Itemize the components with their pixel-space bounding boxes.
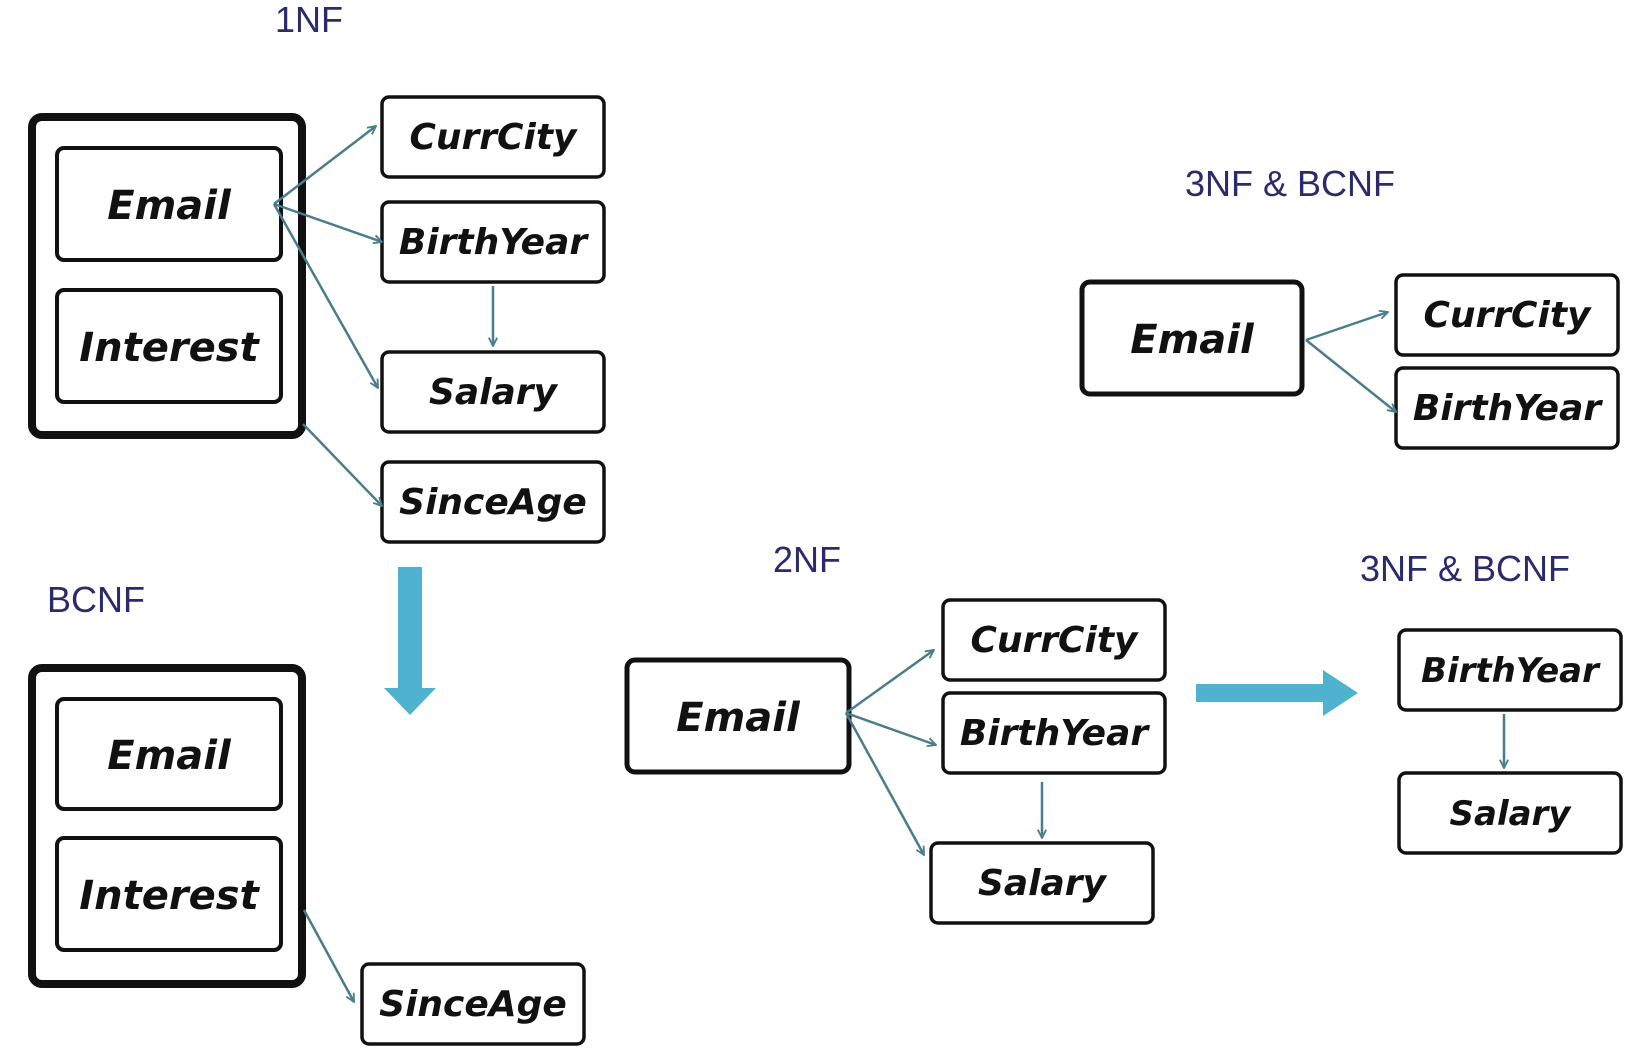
title-1nf: 1NF <box>275 0 343 40</box>
section-3nf-top: 3NF & BCNF Email CurrCity BirthYear <box>1079 163 1620 450</box>
arrow-1nf-email-birthyear <box>273 202 382 242</box>
arrow-1nf-key-sinceage <box>302 423 382 506</box>
box-3nf-top-email <box>1079 279 1305 397</box>
section-bcnf: BCNF Email Interest SinceAge <box>28 579 586 1046</box>
arrow-2nf-email-birthyear <box>845 711 936 745</box>
decompose-arrow-right <box>1196 670 1358 716</box>
label-3nf-bottom-salary: Salary <box>1450 794 1573 834</box>
section-2nf: 2NF Email CurrCity BirthYear Salary <box>624 539 1167 925</box>
label-1nf-birthyear: BirthYear <box>399 222 590 263</box>
box-2nf-birthyear <box>941 691 1167 775</box>
title-3nf-bottom: 3NF & BCNF <box>1360 548 1570 589</box>
box-bcnf-email <box>55 697 283 811</box>
label-2nf-email: Email <box>676 695 801 741</box>
arrow-3nf-top-email-birthyear <box>1305 339 1396 412</box>
section-1nf: 1NF Email Interest CurrCity BirthYear Sa… <box>28 0 606 544</box>
label-1nf-email: Email <box>107 183 232 229</box>
label-3nf-top-currcity: CurrCity <box>1424 295 1593 336</box>
label-3nf-top-birthyear: BirthYear <box>1413 388 1604 429</box>
box-1nf-currcity <box>380 95 606 179</box>
box-3nf-bottom-salary <box>1397 771 1623 855</box>
label-1nf-salary: Salary <box>429 372 559 413</box>
box-1nf-salary <box>380 350 606 434</box>
box-2nf-currcity <box>941 598 1167 682</box>
label-bcnf-sinceage: SinceAge <box>379 984 567 1025</box>
label-1nf-currcity: CurrCity <box>410 117 579 158</box>
arrow-bcnf-key-sinceage <box>302 909 356 1002</box>
box-1nf-interest <box>55 288 283 404</box>
title-3nf-top: 3NF & BCNF <box>1185 163 1395 204</box>
label-2nf-currcity: CurrCity <box>971 620 1140 661</box>
arrow-3nf-top-email-currcity <box>1305 312 1388 342</box>
label-1nf-sinceage: SinceAge <box>399 482 587 523</box>
title-bcnf: BCNF <box>47 579 145 620</box>
box-3nf-top-currcity <box>1394 273 1620 357</box>
section-3nf-bottom: 3NF & BCNF BirthYear Salary <box>1360 548 1623 855</box>
box-bcnf-interest <box>55 836 283 952</box>
box-1nf-email <box>55 146 283 262</box>
decompose-arrow-down <box>384 567 436 715</box>
arrow-1nf-email-salary <box>272 203 380 388</box>
label-bcnf-email: Email <box>107 733 232 779</box>
box-3nf-bottom-birthyear <box>1397 628 1623 712</box>
label-3nf-top-email: Email <box>1130 317 1255 363</box>
arrow-2nf-email-salary <box>844 712 926 855</box>
box-2nf-salary <box>929 841 1155 925</box>
label-bcnf-interest: Interest <box>79 873 260 919</box>
label-2nf-birthyear: BirthYear <box>960 713 1151 754</box>
label-1nf-interest: Interest <box>79 325 260 371</box>
label-3nf-bottom-birthyear: BirthYear <box>1421 651 1601 691</box>
arrow-1nf-email-currcity <box>273 126 376 205</box>
arrow-2nf-email-currcity <box>845 650 934 715</box>
label-2nf-salary: Salary <box>978 863 1108 904</box>
title-2nf: 2NF <box>773 539 841 580</box>
box-bcnf-sinceage <box>360 962 586 1046</box>
